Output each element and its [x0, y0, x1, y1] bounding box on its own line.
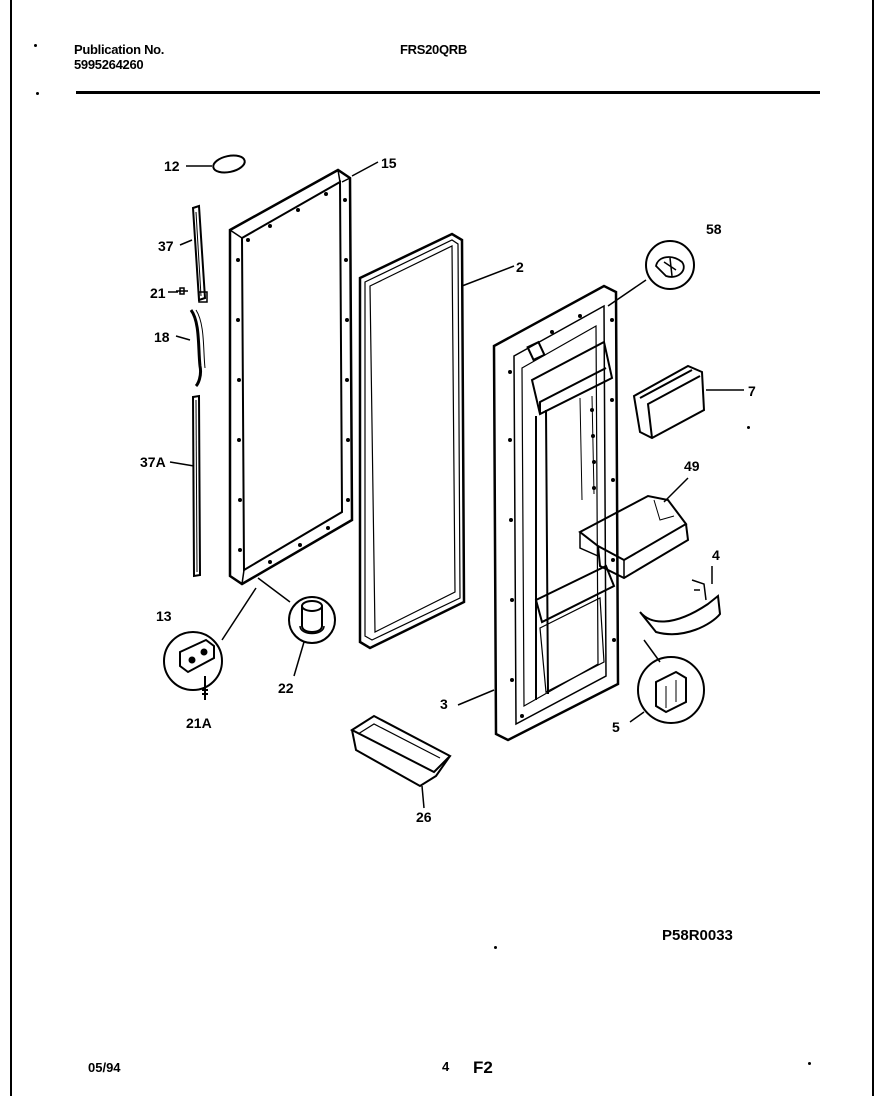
callout-49: 49 [684, 458, 700, 474]
footer-date: 05/94 [88, 1060, 121, 1075]
door-liner-part [492, 284, 620, 742]
callout-7: 7 [748, 383, 756, 399]
drawing-number: P58R0033 [662, 927, 733, 944]
callout-26: 26 [416, 809, 432, 825]
callout-5: 5 [612, 719, 620, 735]
outer-door-frame-part [228, 168, 354, 586]
footer-figure: F2 [473, 1058, 493, 1077]
callout-15: 15 [381, 155, 397, 171]
door-bin-part [578, 477, 690, 580]
callout-4: 4 [712, 547, 720, 563]
shelf-retainer-part [639, 566, 722, 636]
dairy-door-part [632, 364, 744, 440]
margin-mark [747, 426, 750, 429]
margin-mark [494, 946, 497, 949]
upper-trim-strip-part [191, 204, 207, 302]
publication-label: Publication No. [74, 42, 165, 57]
margin-mark [36, 92, 39, 95]
callout-21a: 21A [186, 715, 212, 731]
callout-12: 12 [164, 158, 180, 174]
margin-mark [808, 1062, 811, 1065]
handle-part [189, 309, 206, 388]
door-gasket-part [358, 232, 466, 650]
header-rule [76, 91, 820, 94]
leader-lines [168, 161, 515, 706]
hinge-screw-part [202, 676, 208, 700]
callout-18: 18 [154, 329, 170, 345]
ice-bin-part [349, 714, 452, 809]
page-border [10, 0, 874, 1096]
callout-3: 3 [440, 696, 448, 712]
footer-page-number: 4 [442, 1059, 450, 1074]
callout-37: 37 [158, 238, 174, 254]
hinge-part [163, 587, 257, 691]
callout-58: 58 [706, 221, 722, 237]
screw-part [176, 287, 208, 303]
callout-13: 13 [156, 608, 172, 624]
model-number: FRS20QRB [400, 42, 467, 57]
callout-21: 21 [150, 285, 166, 301]
callout-22: 22 [278, 680, 294, 696]
margin-mark [34, 44, 37, 47]
publication-number: 5995264260 [74, 57, 144, 72]
callout-37a: 37A [140, 454, 166, 470]
nameplate-part [212, 154, 246, 174]
bracket-part [629, 639, 705, 724]
callout-2: 2 [516, 259, 524, 275]
door-stop-part [257, 577, 336, 677]
lower-trim-strip-part [191, 394, 202, 578]
liner-screw-part [607, 240, 695, 307]
